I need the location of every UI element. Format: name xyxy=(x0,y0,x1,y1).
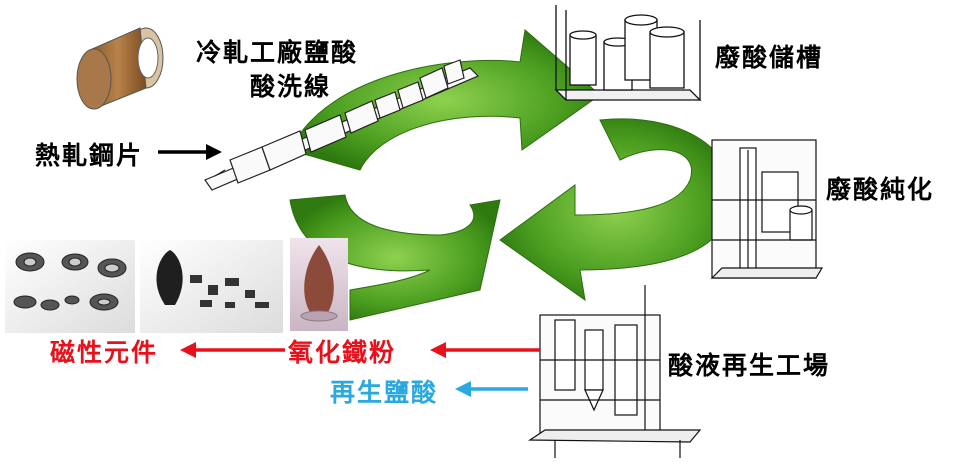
cycle-arrow-right xyxy=(499,118,733,302)
purification-tower-icon xyxy=(710,139,824,279)
regeneration-plant-icon xyxy=(528,285,702,458)
label-waste-acid-tank: 廢酸儲槽 xyxy=(715,43,824,72)
label-pickling-line-1: 冷軋工廠鹽酸 xyxy=(196,38,359,67)
cycle-arrow-top xyxy=(289,29,601,171)
label-regenerated-acid: 再生鹽酸 xyxy=(330,378,439,407)
flow-arrow-black xyxy=(158,144,222,160)
label-iron-oxide: 氧化鐵粉 xyxy=(288,338,397,367)
steel-coil-icon xyxy=(76,27,164,110)
label-purification: 廢酸純化 xyxy=(826,175,935,204)
flow-arrow-red-to-iron-oxide xyxy=(430,342,540,358)
waste-acid-tank-icon xyxy=(554,5,702,101)
magnetic-components-photo xyxy=(5,240,283,333)
iron-oxide-powder-photo xyxy=(290,238,348,331)
label-magnetic-components: 磁性元件 xyxy=(50,338,159,367)
label-pickling-line-2: 酸洗線 xyxy=(250,72,332,101)
label-hot-rolled-steel: 熱軋鋼片 xyxy=(35,141,144,170)
flow-arrow-blue-regen-acid xyxy=(455,381,528,397)
label-regeneration-plant: 酸液再生工場 xyxy=(668,351,831,380)
flow-arrow-red-to-magnetic xyxy=(180,342,285,358)
pickling-line-icon xyxy=(204,59,480,191)
